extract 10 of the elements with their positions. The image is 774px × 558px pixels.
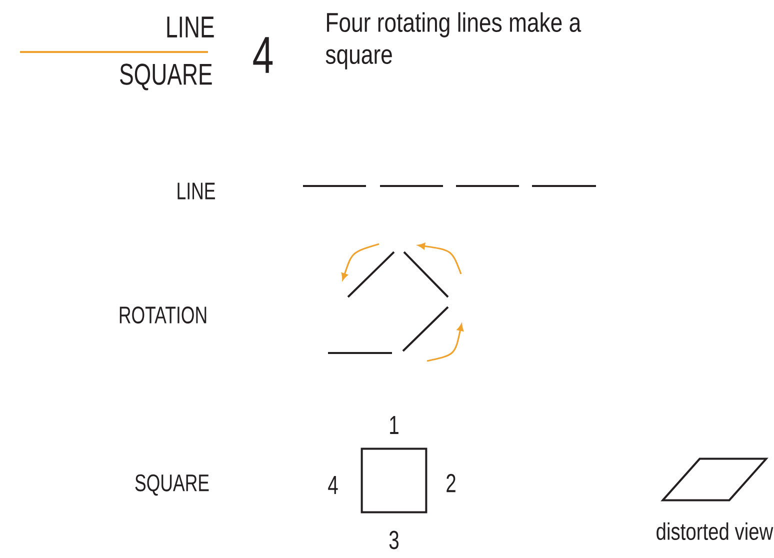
side-number: 4 [328, 476, 338, 494]
row-label: SQUARE [135, 474, 209, 496]
caption-text: distorted view [656, 522, 774, 540]
heading-text: SQUARE [120, 64, 212, 90]
row-label: ROTATION [120, 306, 206, 324]
row-label: LINE [178, 182, 215, 200]
description-text: Four rotating lines make a square [326, 12, 582, 70]
heading-text: LINE [167, 16, 214, 38]
square-shape [360, 448, 428, 514]
step-number: 4 [253, 37, 273, 73]
